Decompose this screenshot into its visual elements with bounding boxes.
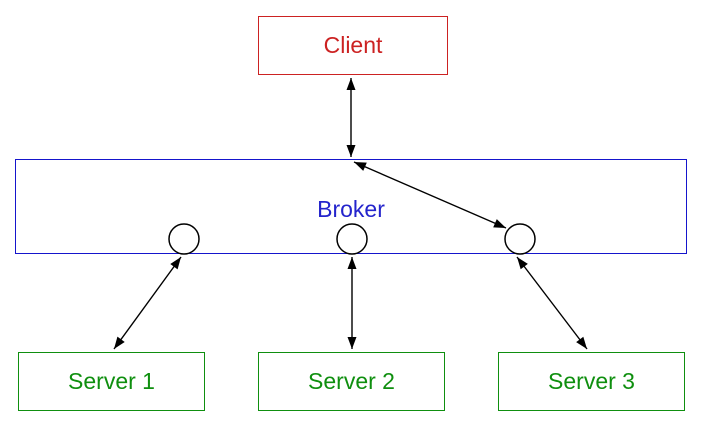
server-node-1: Server 1 xyxy=(18,352,205,411)
edge-connector3-server3 xyxy=(516,256,588,350)
server-node-1-label: Server 1 xyxy=(68,368,155,394)
server-node-2-label: Server 2 xyxy=(308,368,395,394)
broker-node: Broker xyxy=(15,159,687,254)
broker-node-label: Broker xyxy=(317,196,385,222)
server-node-2: Server 2 xyxy=(258,352,445,411)
client-node: Client xyxy=(258,16,448,75)
edge-connector1-server1 xyxy=(113,256,182,350)
server-node-3-label: Server 3 xyxy=(548,368,635,394)
server-node-3: Server 3 xyxy=(498,352,685,411)
client-node-label: Client xyxy=(323,32,383,58)
